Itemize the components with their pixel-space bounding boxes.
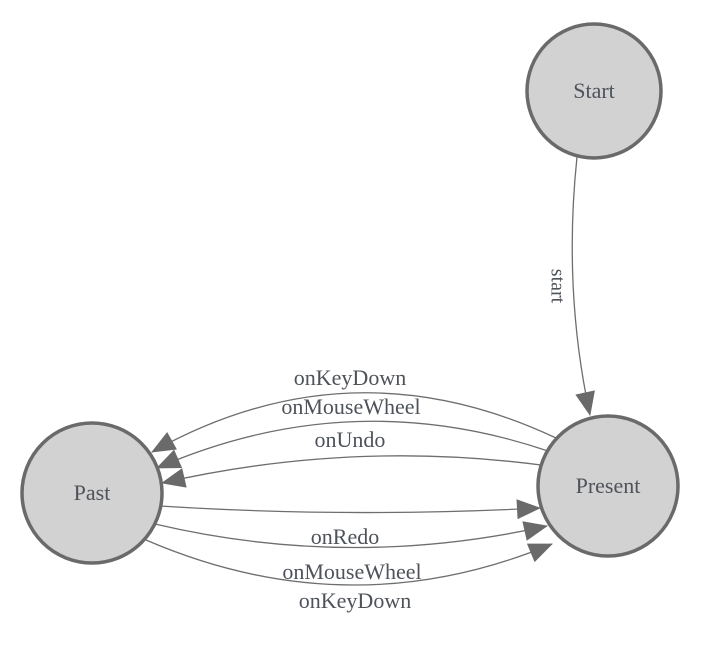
edge-present-to-past-onmousewheel bbox=[156, 420, 549, 469]
edge-label-onmousewheel-upper: onMouseWheel bbox=[281, 394, 420, 419]
node-past-label: Past bbox=[74, 480, 111, 505]
state-node-present: Present bbox=[536, 414, 680, 558]
edge-label-onkeydown-upper: onKeyDown bbox=[294, 365, 406, 390]
node-start-circle bbox=[525, 22, 663, 160]
edge-past-to-present-onmousewheel bbox=[154, 521, 548, 549]
edge-label-onkeydown-lower: onKeyDown bbox=[299, 588, 411, 613]
edge-present-to-past-onundo bbox=[161, 455, 542, 488]
edge-label-onundo: onUndo bbox=[315, 427, 386, 452]
state-node-start: Start bbox=[525, 22, 663, 160]
edge-start-to-present bbox=[571, 156, 595, 416]
edge-present-to-past-onkeydown bbox=[151, 392, 557, 453]
node-start-label: Start bbox=[573, 78, 615, 103]
edge-label-onredo: onRedo bbox=[311, 524, 379, 549]
node-past-circle bbox=[20, 421, 164, 565]
edge-label-onmousewheel-lower: onMouseWheel bbox=[282, 559, 421, 584]
edge-label-start: start bbox=[546, 269, 568, 304]
edge-past-to-present-onkeydown bbox=[145, 539, 553, 586]
node-present-circle bbox=[536, 414, 680, 558]
edge-past-to-present-onredo bbox=[159, 499, 541, 520]
node-present-label: Present bbox=[576, 473, 641, 498]
state-node-past: Past bbox=[20, 421, 164, 565]
